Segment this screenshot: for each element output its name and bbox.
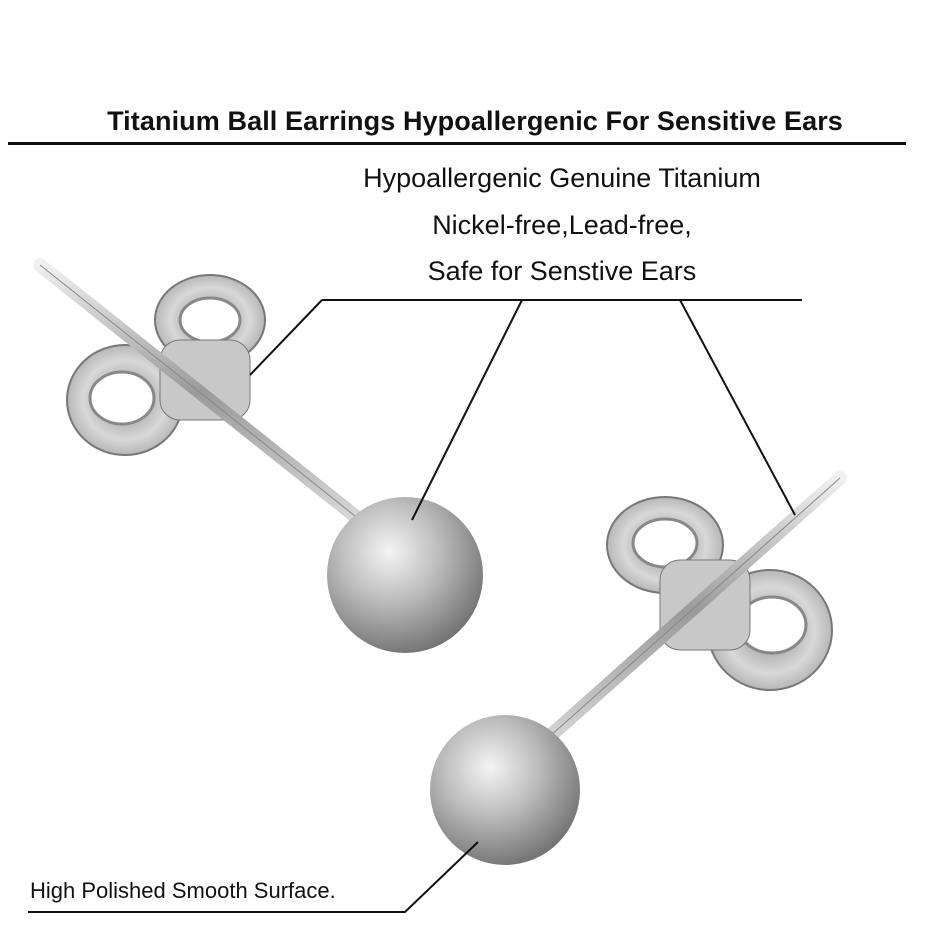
feature-line-2: Nickel-free,Lead-free, xyxy=(432,210,692,240)
feature-line-3: Safe for Senstive Ears xyxy=(427,256,697,286)
callout-lines xyxy=(28,299,802,913)
right-earring-back xyxy=(606,496,833,691)
title-underline xyxy=(8,142,906,145)
feature-line-1: Hypoallergenic Genuine Titanium xyxy=(363,163,761,193)
surface-callout: High Polished Smooth Surface. xyxy=(30,878,336,903)
left-earring-back xyxy=(66,274,266,456)
page-title: Titanium Ball Earrings Hypoallergenic Fo… xyxy=(107,106,843,136)
left-earring-ball xyxy=(327,497,483,653)
right-earring-ball xyxy=(430,715,580,865)
